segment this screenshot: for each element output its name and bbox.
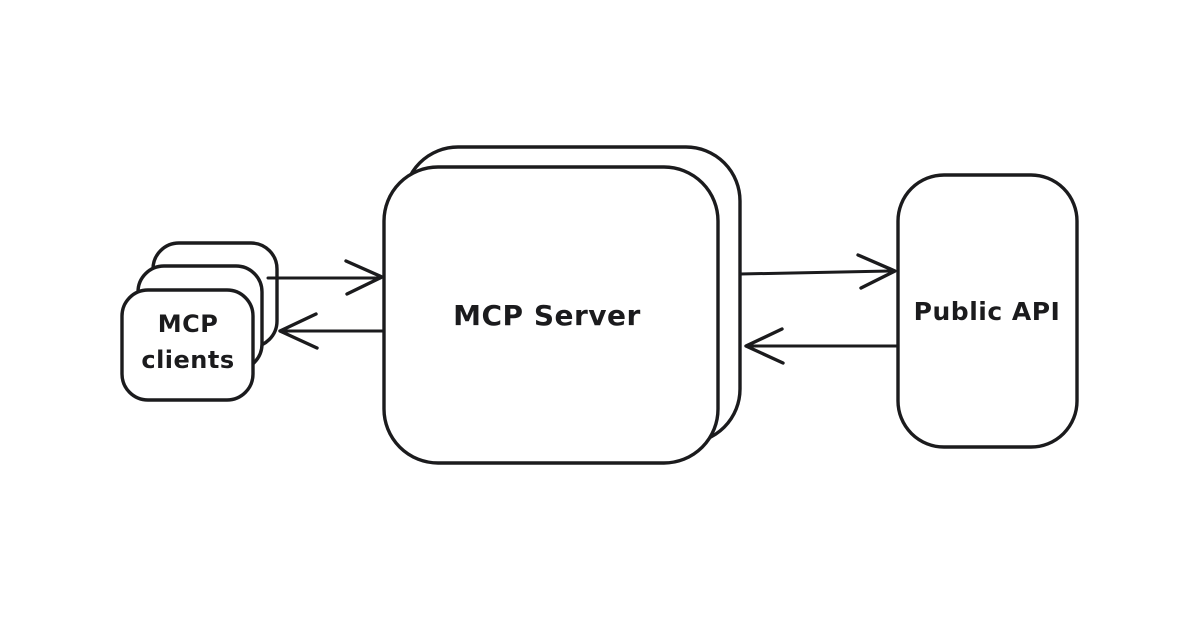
arrow-clients-to-server	[266, 259, 384, 296]
mcp-clients-label-line2: clients	[141, 346, 234, 374]
public-api-label: Public API	[914, 297, 1061, 326]
node-public-api: Public API	[896, 173, 1079, 449]
node-mcp-clients: MCP clients	[120, 241, 279, 402]
arrow-server-to-clients-head	[278, 312, 319, 350]
arrow-server-to-api-head	[856, 253, 897, 290]
arrow-server-to-api-line	[738, 269, 895, 276]
arrow-api-to-server-head	[744, 327, 785, 365]
node-mcp-server: MCP Server	[382, 145, 742, 465]
mcp-clients-card-front	[120, 288, 255, 402]
arrow-server-to-api	[738, 253, 897, 290]
mcp-server-card-front	[382, 165, 720, 465]
mcp-clients-label-line1: MCP	[158, 310, 219, 338]
public-api-card	[896, 173, 1079, 449]
arrow-api-to-server	[744, 327, 900, 365]
arrow-clients-to-server-head	[344, 259, 384, 296]
mcp-server-label: MCP Server	[453, 299, 641, 332]
arrow-server-to-clients	[278, 312, 386, 350]
